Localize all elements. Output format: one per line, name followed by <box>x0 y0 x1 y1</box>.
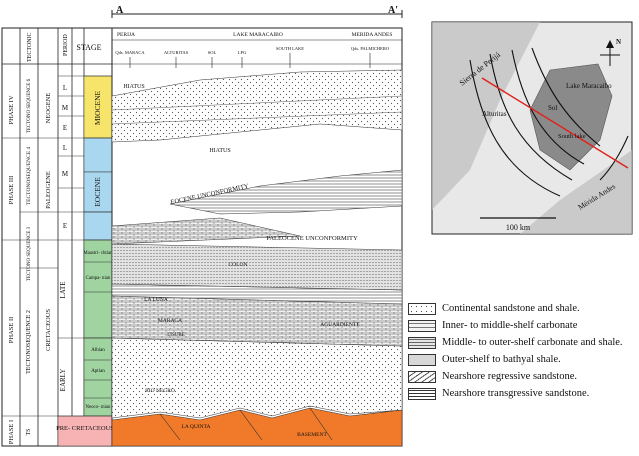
lake-maracaibo-shape <box>529 63 613 171</box>
well-alturitas: ALTURITAS <box>164 50 189 55</box>
legend-item: Middle- to outer-shelf carbonate and sha… <box>408 334 638 351</box>
tectonic-header: TECTONIC <box>27 32 33 62</box>
tectonosequence-2-label: TECTONOSEQUENCE 2 <box>26 310 32 374</box>
eocene-label: EOCENE <box>93 177 102 207</box>
section-start-label: A <box>116 5 124 16</box>
stage-header: STAGE <box>76 43 101 52</box>
eocene-layer <box>169 169 403 215</box>
scale-label: 100 km <box>506 223 531 232</box>
legend-label: Middle- to outer-shelf carbonate and sha… <box>442 337 623 348</box>
formation-la-luna: LA LUNA <box>144 297 168 303</box>
phase-iii-label: PHASE III <box>8 176 15 205</box>
legend-item: Nearshore transgressive sandstone. <box>408 385 638 402</box>
locality-merida-andes: MERIDA ANDES <box>352 32 393 38</box>
formation-la-quinta: LA QUINTA <box>181 424 210 430</box>
legend-swatch <box>408 353 436 366</box>
formation-maraca: MARACA <box>158 318 182 324</box>
map-lake-maracaibo: Lake Maracaibo <box>566 82 612 90</box>
formation-colon: COLON <box>229 262 248 268</box>
neogene-middle: M <box>62 104 69 112</box>
paleogene-middle: M <box>62 170 69 178</box>
miocene-layer <box>111 69 403 143</box>
tectonosequence-6-label: TECTONO SEQUENCE 6 <box>27 78 32 133</box>
rio-negro-layer <box>111 337 403 419</box>
legend-swatch <box>408 302 436 315</box>
stage-albian: Albian <box>91 348 105 353</box>
late-eocene-band <box>83 137 113 173</box>
late-cretaceous-label: LATE <box>59 281 67 298</box>
stage-maastrichtian: Maastri- chtian <box>83 251 113 256</box>
legend-label: Nearshore transgressive sandstone. <box>442 388 590 399</box>
early-cretaceous-label: EARLY <box>59 369 67 392</box>
legend-swatch <box>408 387 436 400</box>
early-cretaceous-band <box>83 337 113 417</box>
paleogene-late: L <box>63 144 67 152</box>
tectonosequence-4-label: TECTONOSEQUENCE 4 <box>26 147 32 206</box>
colon-layer <box>111 243 403 291</box>
hiatus-paleogene: HIATUS <box>209 148 230 154</box>
phase-ii-label: PHASE II <box>8 317 15 344</box>
neogene-early: E <box>63 124 67 132</box>
period-header: PERIOD <box>63 34 69 56</box>
well-labels: Qds. MARACA ALTURITAS SOL LPG SOUTH LAKE… <box>115 46 390 55</box>
paleocene-band <box>83 211 113 241</box>
cross-section: A A' PERIJA LAKE MARACAIBO MERIDA ANDES … <box>111 5 403 447</box>
legend-label: Continental sandstone and shale. <box>442 303 580 314</box>
legend-item: Nearshore regressive sandstone. <box>408 368 638 385</box>
stratigraphy-table: STAGE PERIOD TECTONIC PHASE IV PHASE III… <box>1 27 114 447</box>
paleocene-layer <box>111 217 301 245</box>
stage-neocomian: Neoco- mian <box>86 405 112 410</box>
hiatus-neogene: HIATUS <box>123 84 144 90</box>
phase-i-label: PHASE I <box>8 420 15 444</box>
formation-aguardiente: AGUARDIENTE <box>320 322 360 328</box>
location-map: Sierra de Perijá Lake Maracaibo Alturita… <box>431 21 633 235</box>
stage-aptian: Aptian <box>91 369 105 374</box>
formation-lisure: LISURE <box>167 333 185 338</box>
pre-cretaceous-band <box>57 415 113 447</box>
legend: Continental sandstone and shale. Inner- … <box>408 300 638 402</box>
paleogene-label: PALEOGENE <box>45 171 52 209</box>
late-cretaceous-band <box>83 239 113 339</box>
legend-label: Nearshore regressive sandstone. <box>442 371 577 382</box>
eocene-band <box>83 171 113 213</box>
legend-swatch <box>408 336 436 349</box>
map-sol: Sol <box>548 104 557 112</box>
stage-campanian: Campa- nian <box>86 276 111 281</box>
map-south-lake: South lake <box>558 133 586 140</box>
pre-cretaceous-label: PRE- CRETACEOUS <box>56 425 114 432</box>
paleogene-early: E <box>63 222 67 230</box>
well-palmichero: Qds. PALMICHERO <box>351 46 390 51</box>
tectonosequence-3-label: TECTONO SEQUENCE 3 <box>27 226 32 281</box>
well-lpg: LPG <box>238 50 247 55</box>
miocene-label: MIOCENE <box>93 91 102 126</box>
paleocene-unconformity: PALEOCENE UNCONFORMITY <box>266 235 358 242</box>
formation-basement: BASEMENT <box>297 432 327 438</box>
north-label: N <box>616 38 621 46</box>
map-alturitas: Alturitas <box>482 110 507 118</box>
phase-iv-label: PHASE IV <box>8 95 15 124</box>
legend-item: Continental sandstone and shale. <box>408 300 638 317</box>
neogene-label: NEOGENE <box>45 93 52 124</box>
legend-swatch <box>408 319 436 332</box>
locality-lake-maracaibo: LAKE MARACAIBO <box>233 32 283 38</box>
carbonate-layer <box>111 295 403 347</box>
well-south-lake: SOUTH LAKE <box>276 46 304 51</box>
cretaceous-label: CRETACEOUS <box>45 309 52 351</box>
section-line <box>481 77 629 169</box>
ts-label: TS <box>26 428 32 435</box>
legend-label: Outer-shelf to bathyal shale. <box>442 354 561 365</box>
legend-label: Inner- to middle-shelf carbonate <box>442 320 578 331</box>
well-sol: SOL <box>208 50 217 55</box>
legend-item: Outer-shelf to bathyal shale. <box>408 351 638 368</box>
well-maraca: Qds. MARACA <box>115 50 145 55</box>
north-arrow-icon: N <box>600 38 621 66</box>
locality-perija: PERIJA <box>117 32 135 38</box>
section-end-label: A' <box>388 5 398 16</box>
legend-swatch <box>408 370 436 383</box>
formation-rio-negro: RIO NEGRO <box>145 388 175 394</box>
legend-item: Inner- to middle-shelf carbonate <box>408 317 638 334</box>
neogene-late: L <box>63 84 67 92</box>
